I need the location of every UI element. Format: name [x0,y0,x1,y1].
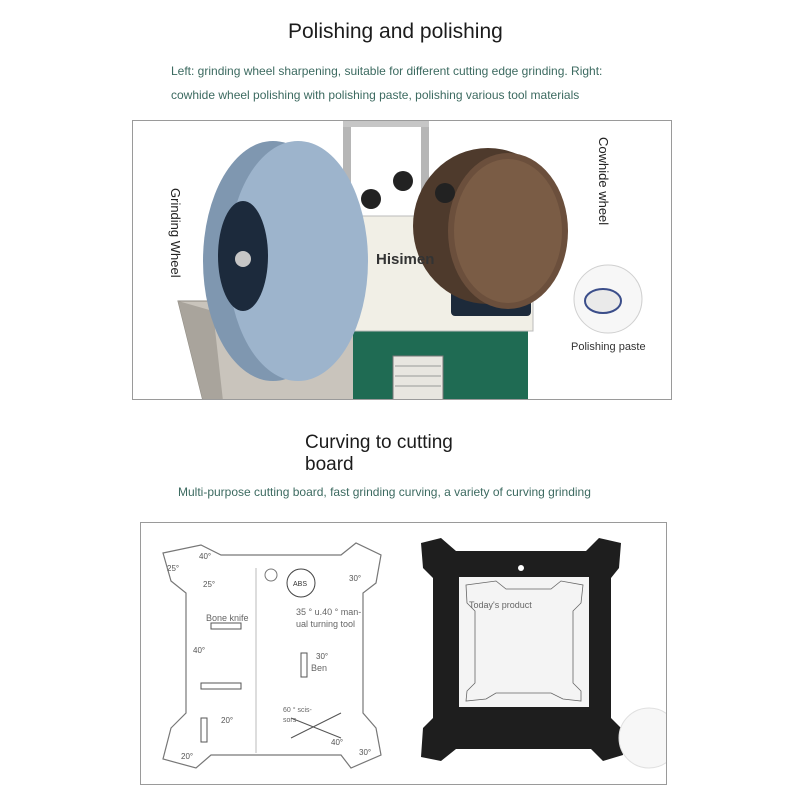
todays-product-label: Today's product [469,600,532,610]
section-title-polishing: Polishing and polishing [288,20,503,43]
brand-label: Hisimen [376,251,435,268]
board-angle-2: 25° [167,564,179,573]
manual-turning-label-2: ual turning tool [296,619,356,629]
manual-turning-label-1: 35 ° u.40 ° man- [296,607,362,617]
board-angle-7: 20° [181,752,193,761]
board-angle-8: 30° [316,652,328,661]
machine-illustration [177,121,643,399]
board-angle-3: 30° [349,574,361,583]
scissors-label-2: sors [283,717,297,724]
section-subtitle-line2: cowhide wheel polishing with polishing p… [171,88,580,102]
board-illustration: 40° 25° 30° 25° 40° 20° 20° 30° 40° 30° … [162,538,666,769]
section-title-curving-line2: board [305,454,354,475]
ben-label: Ben [311,663,328,673]
machine-photo: Hisimen Grinding Wheel Cowhide wheel Pol… [132,120,672,400]
board-angle-9: 40° [331,738,343,747]
cowhide-wheel-label: Cowhide wheel [596,137,611,226]
bone-knife-label: Bone knife [206,613,249,623]
polishing-paste-label: Polishing paste [571,341,646,353]
cutting-board-photo: 40° 25° 30° 25° 40° 20° 20° 30° 40° 30° … [140,522,667,785]
section-title-curving-line1: Curving to cutting [305,432,453,453]
board-angle-5: 40° [193,646,205,655]
scissors-label-1: 60 ° scis- [283,707,312,714]
board-angle-10: 30° [359,748,371,757]
board-angle-1: 40° [199,552,211,561]
section-subtitle-line1: Left: grinding wheel sharpening, suitabl… [171,64,603,78]
grinding-wheel-label: Grinding Wheel [168,188,183,278]
abs-logo-text: ABS [293,581,307,588]
board-angle-6: 20° [221,716,233,725]
board-angle-4: 25° [203,580,215,589]
section-subtitle-curving: Multi-purpose cutting board, fast grindi… [178,485,591,499]
